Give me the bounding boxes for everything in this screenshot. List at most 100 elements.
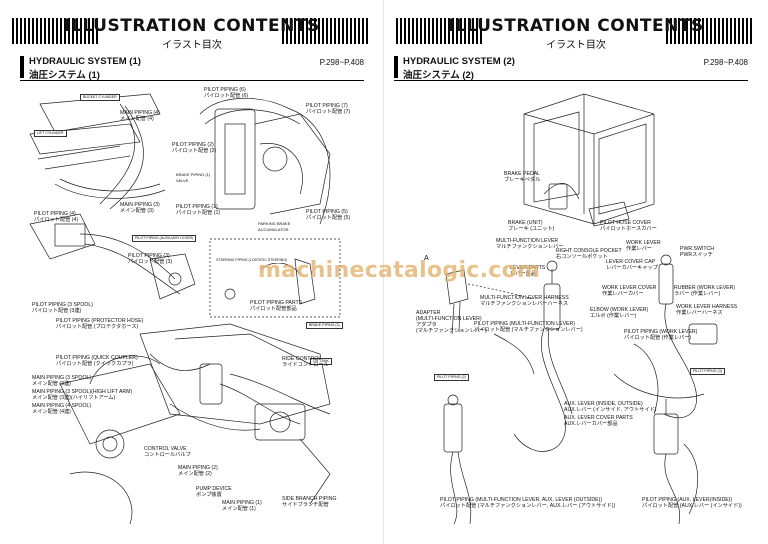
label-elbow-work-lever: ELBOW (WORK LEVER)エルボ (作業レバー) — [590, 307, 648, 319]
label-main-piping-4-spool: MAIN PIPING (4 SPOOL)メイン配管 (4連) — [32, 403, 91, 415]
label-jp: AUX.レバーカバー部品 — [564, 421, 618, 427]
section-title-en: HYDRAULIC SYSTEM (2) — [403, 56, 515, 67]
tag-bucket-cylinder: BUCKET CYLINDER — [80, 94, 120, 101]
label-jp: コントロールバルブ — [144, 452, 191, 458]
label-jp: パイロット配管 (7) — [306, 109, 351, 115]
section-rule — [394, 80, 748, 81]
label-pilot-piping-aux-inside: PILOT PIPING (AUX. LEVER(INSIDE))パイロット配管… — [642, 497, 742, 509]
label-jp: パイロット配管 (マルチファンクションレバー) — [474, 327, 583, 333]
label-pilot-piping-work-lever: PILOT PIPING (WORK LEVER)パイロット配管 (作業レバー) — [624, 329, 697, 341]
label-jp: パイロット配管 (3) — [128, 259, 173, 265]
tag-lift-cylinder: LIFT CYLINDER — [34, 130, 67, 137]
label-main-piping-1: MAIN PIPING (1)メイン配管 (1) — [222, 500, 262, 512]
section-header: HYDRAULIC SYSTEM (1) 油圧システム (1) P.298~P.… — [20, 56, 364, 81]
label-en: WORK LEVER COVER — [602, 285, 657, 291]
label-pilot-piping-3: PILOT PIPING (3)パイロット配管 (3) — [128, 253, 172, 265]
label-main-piping-4: MAIN PIPING (4)メイン配管 (4) — [120, 110, 160, 122]
page-title-en: ILLUSTRATION CONTENTS — [64, 16, 320, 36]
label-main-piping-3-spool: MAIN PIPING (3 SPOOL)メイン配管 (3連) — [32, 375, 91, 387]
hydraulic-system-2-illustration — [443, 93, 718, 525]
label-jp: 右コンソールポケット — [556, 254, 608, 260]
label-en: CONTROL VALVE — [144, 446, 187, 452]
label-en: PILOT PIPING (AUX. LEVER(INSIDE)) — [642, 497, 733, 503]
label-jp: ライドコントロール — [282, 362, 329, 368]
label-jp: PWRスイッチ — [680, 252, 713, 258]
section-rule — [20, 80, 364, 81]
label-jp: ポンプ装置 — [196, 492, 222, 498]
label-jp: パイロット配管 (6) — [204, 93, 249, 99]
label-jp: マルチファンクションレバーハーネス — [480, 301, 569, 307]
label-en: SIDE BRANCH PIPING — [282, 496, 337, 502]
label-en: PILOT PIPING (6) — [204, 87, 246, 93]
label-en: MULTI-FUNCTION LEVER — [496, 238, 559, 244]
label-jp: 作業レバーカバー — [602, 291, 644, 297]
label-en: MAIN PIPING (2) — [178, 465, 218, 471]
label-aux-lever: AUX. LEVER (INSIDE, OUTSIDE)AUX.レバー (インサ… — [564, 401, 657, 413]
label-pilot-piping-multi: PILOT PIPING (MULTI-FUNCTION LEVER)パイロット… — [474, 321, 583, 333]
watermark: machinecatalogic.com — [258, 258, 541, 283]
label-pilot-piping-7: PILOT PIPING (7)パイロット配管 (7) — [306, 103, 350, 115]
label-jp: 作業レバーハーネス — [676, 310, 723, 316]
label-jp: パイロット配管 (4) — [34, 217, 79, 223]
label-en: MAIN PIPING (3) — [120, 202, 160, 208]
label-en: PILOT PIPING PARTS — [250, 300, 303, 306]
label-jp: サイドブランチ配管 — [282, 502, 329, 508]
label-jp: メイン配管 (3連) — [32, 381, 71, 387]
label-jp: アダプタ — [416, 322, 437, 328]
title-bars-right — [282, 18, 372, 44]
right-page: ILLUSTRATION CONTENTS イラスト目次 HYDRAULIC S… — [384, 0, 768, 544]
label-jp: メイン配管 (2) — [178, 471, 212, 477]
label-en: BRAKE (UNIT) — [508, 220, 543, 226]
page-title-en: ILLUSTRATION CONTENTS — [448, 16, 704, 36]
label-brake-unit: BRAKE (UNIT)ブレーキ (ユニット) — [508, 220, 554, 232]
tag-pilot-piping-2: PILOT PIPING (2) — [434, 374, 469, 381]
page-title-jp: イラスト目次 — [546, 40, 606, 51]
label-en: RIDE CONTROL — [282, 356, 322, 362]
label-jp: パイロット配管 (AUX.レバー (インサイド)) — [642, 503, 742, 509]
label-en: PILOT PIPING (PROTECTOR HOSE) — [56, 318, 144, 324]
label-en: PILOT PIPING (5) — [306, 209, 348, 215]
label-sub: VALVE — [176, 178, 189, 183]
label-jp: パイロット配管部品 — [250, 306, 297, 312]
label-jp: エルボ (作業レバー) — [590, 313, 637, 319]
label-en: BRAKE PEDAL — [504, 171, 541, 177]
label-en: PILOT PIPING (WORK LEVER) — [624, 329, 698, 335]
label-en: PILOT PIPING (MULTI-FUNCTION LEVER) — [474, 321, 575, 327]
label-rubber-work-lever: RUBBER (WORK LEVER)ラバー (作業レバー) — [674, 285, 735, 297]
label-en: WORK LEVER HARNESS — [676, 304, 738, 310]
label-main-piping-2: MAIN PIPING (2)メイン配管 (2) — [178, 465, 218, 477]
section-title-jp: 油圧システム (2) — [403, 70, 474, 81]
label-en: BRAKE PIPING (1) — [176, 172, 211, 177]
label-main-piping-3: MAIN PIPING (3)メイン配管 (3) — [120, 202, 160, 214]
page-range: P.298~P.408 — [319, 58, 364, 67]
label-en: PILOT PIPING (1) — [176, 204, 218, 210]
label-jp: パイロット配管 (プロテクタホース) — [56, 324, 139, 330]
label-en: PILOT PIPING (QUICK COUPLER) — [56, 355, 138, 361]
label-en: PILOT PIPING (2) — [172, 142, 214, 148]
label-en: PWR.SWITCH — [680, 246, 715, 252]
label-en: MAIN PIPING (3 SPOOL) — [32, 375, 92, 381]
label-en-2: (MULTI-FUNCTION LEVER) — [416, 316, 482, 322]
label-jp: パイロット配管 (2) — [172, 148, 217, 154]
label-adapter: ADAPTER(MULTI-FUNCTION LEVER)アダプタ(マルチファン… — [416, 310, 487, 334]
tag-oil-tank: OIL TANK — [310, 358, 332, 365]
label-jp: マルチファンクションレバー — [496, 244, 564, 250]
label-jp: メイン配管 (4連) — [32, 409, 71, 415]
title-bars-left — [396, 18, 486, 44]
label-jp: AUX.レバー (インサイド, アウトサイド) — [564, 407, 657, 413]
label-en: RIGHT CONSOLE POCKET — [556, 248, 622, 254]
section-marker — [394, 56, 398, 78]
left-page: ILLUSTRATION CONTENTS イラスト目次 HYDRAULIC S… — [12, 16, 372, 525]
label-protector-hose: PILOT PIPING (PROTECTOR HOSE)パイロット配管 (プロ… — [56, 318, 143, 330]
label-quick-coupler: PILOT PIPING (QUICK COUPLER)パイロット配管 (クイッ… — [56, 355, 138, 367]
